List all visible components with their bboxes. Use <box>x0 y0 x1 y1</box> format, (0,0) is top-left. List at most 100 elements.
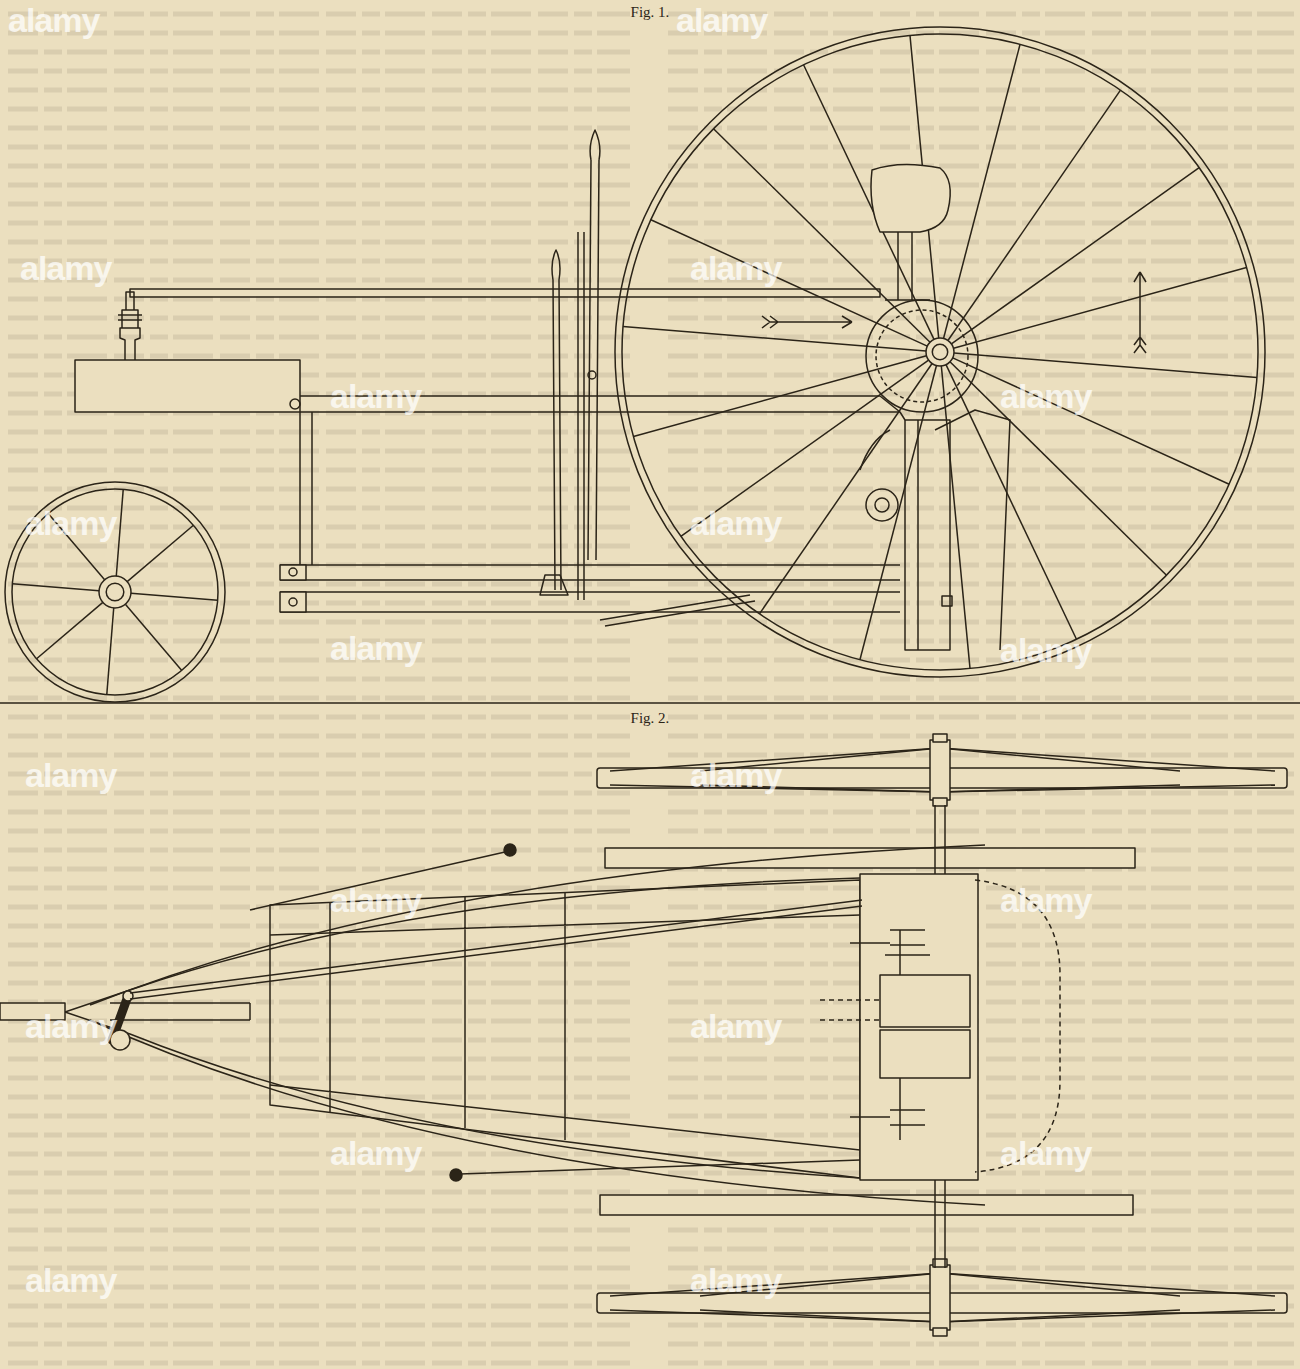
lever <box>588 130 600 560</box>
lever <box>552 250 561 590</box>
wheel-spoke <box>940 1273 1180 1296</box>
text-texture <box>8 734 630 739</box>
text-texture <box>8 221 630 226</box>
gearing <box>885 930 930 1140</box>
text-texture <box>668 1095 1294 1100</box>
text-texture <box>668 1057 1294 1062</box>
text-texture <box>8 905 630 910</box>
text-texture <box>668 1361 1294 1366</box>
watermark: alamy <box>330 882 421 919</box>
text-texture <box>668 1076 1294 1081</box>
text-texture <box>668 601 1294 606</box>
brace-rod <box>460 1160 860 1174</box>
text-texture <box>668 1152 1294 1157</box>
dashed-outline <box>975 880 1060 1172</box>
watermark: alamy <box>25 1008 116 1045</box>
text-texture <box>668 886 1294 891</box>
text-texture <box>8 1057 630 1062</box>
lever-foot <box>540 575 568 595</box>
lower-frame <box>280 565 900 612</box>
text-texture <box>668 639 1294 644</box>
text-texture <box>668 658 1294 663</box>
watermark: alamy <box>690 757 781 794</box>
text-texture <box>8 981 630 986</box>
text-texture <box>668 810 1294 815</box>
text-texture <box>668 715 1294 720</box>
text-texture <box>668 924 1294 929</box>
wheel-spoke <box>953 267 1246 348</box>
gear-box <box>860 874 978 1180</box>
wheel-spoke <box>127 525 193 581</box>
gear-teeth <box>876 310 968 402</box>
text-texture <box>8 1209 630 1214</box>
lever-guide <box>578 232 584 600</box>
pivot <box>588 371 596 379</box>
text-texture <box>8 867 630 872</box>
wheel-hub <box>99 576 131 608</box>
column-text-texture <box>8 14 1294 1363</box>
watermark: alamy <box>690 505 781 542</box>
text-texture <box>668 126 1294 131</box>
text-texture <box>8 962 630 967</box>
text-texture <box>8 430 630 435</box>
text-texture <box>8 449 630 454</box>
text-texture <box>8 1323 630 1328</box>
text-texture <box>8 240 630 245</box>
text-texture <box>8 715 630 720</box>
watermark: alamy <box>8 2 99 39</box>
text-texture <box>668 905 1294 910</box>
seat-post <box>885 232 930 300</box>
watermark: alamy <box>690 250 781 287</box>
bolt <box>289 598 297 606</box>
text-texture <box>8 1133 630 1138</box>
pitman-rod <box>130 900 862 999</box>
watermark: alamy <box>1000 632 1091 669</box>
text-texture <box>8 50 630 55</box>
wheel-rim <box>12 489 218 695</box>
watermark: alamy <box>20 250 111 287</box>
figure-label: Fig. 1. <box>631 4 670 21</box>
tongue <box>110 1003 250 1020</box>
hub-nut <box>933 798 947 806</box>
hub-nut <box>933 1328 947 1336</box>
text-texture <box>668 449 1294 454</box>
watermark: alamy <box>1000 1135 1091 1172</box>
axle-bar <box>600 1195 1133 1215</box>
wheel-spoke <box>116 489 123 576</box>
wheel-spoke <box>37 602 103 658</box>
bolt <box>290 399 300 409</box>
watermark: alamy <box>25 505 116 542</box>
wheel-spoke <box>940 748 1180 771</box>
wheel-rim <box>622 34 1258 670</box>
text-texture <box>8 677 630 682</box>
hub-nut <box>933 734 947 742</box>
text-texture <box>8 468 630 473</box>
wheel-spoke <box>948 90 1121 340</box>
wheel-spoke <box>107 608 114 695</box>
text-texture <box>668 221 1294 226</box>
front-wheel <box>5 482 225 702</box>
text-texture <box>8 620 630 625</box>
shaft <box>850 943 890 1117</box>
text-texture <box>8 69 630 74</box>
bolt <box>289 568 297 576</box>
cross-bars <box>270 892 860 1150</box>
watermark: alamy <box>1000 378 1091 415</box>
wheel-spoke <box>760 364 933 614</box>
text-texture <box>668 1000 1294 1005</box>
text-texture <box>8 1247 630 1252</box>
watermark: alamy <box>1000 882 1091 919</box>
wheel-spoke <box>940 785 1180 792</box>
text-texture <box>8 335 630 340</box>
pulley-hub <box>875 498 889 512</box>
wheel-spoke <box>940 1310 1275 1322</box>
text-texture <box>8 354 630 359</box>
text-texture <box>8 487 630 492</box>
watermark: alamy <box>330 378 421 415</box>
wheel-spoke <box>714 129 931 342</box>
text-texture <box>8 183 630 188</box>
bracket <box>280 565 306 580</box>
direction-arrow <box>762 316 852 328</box>
wheel-spoke <box>954 353 1257 377</box>
